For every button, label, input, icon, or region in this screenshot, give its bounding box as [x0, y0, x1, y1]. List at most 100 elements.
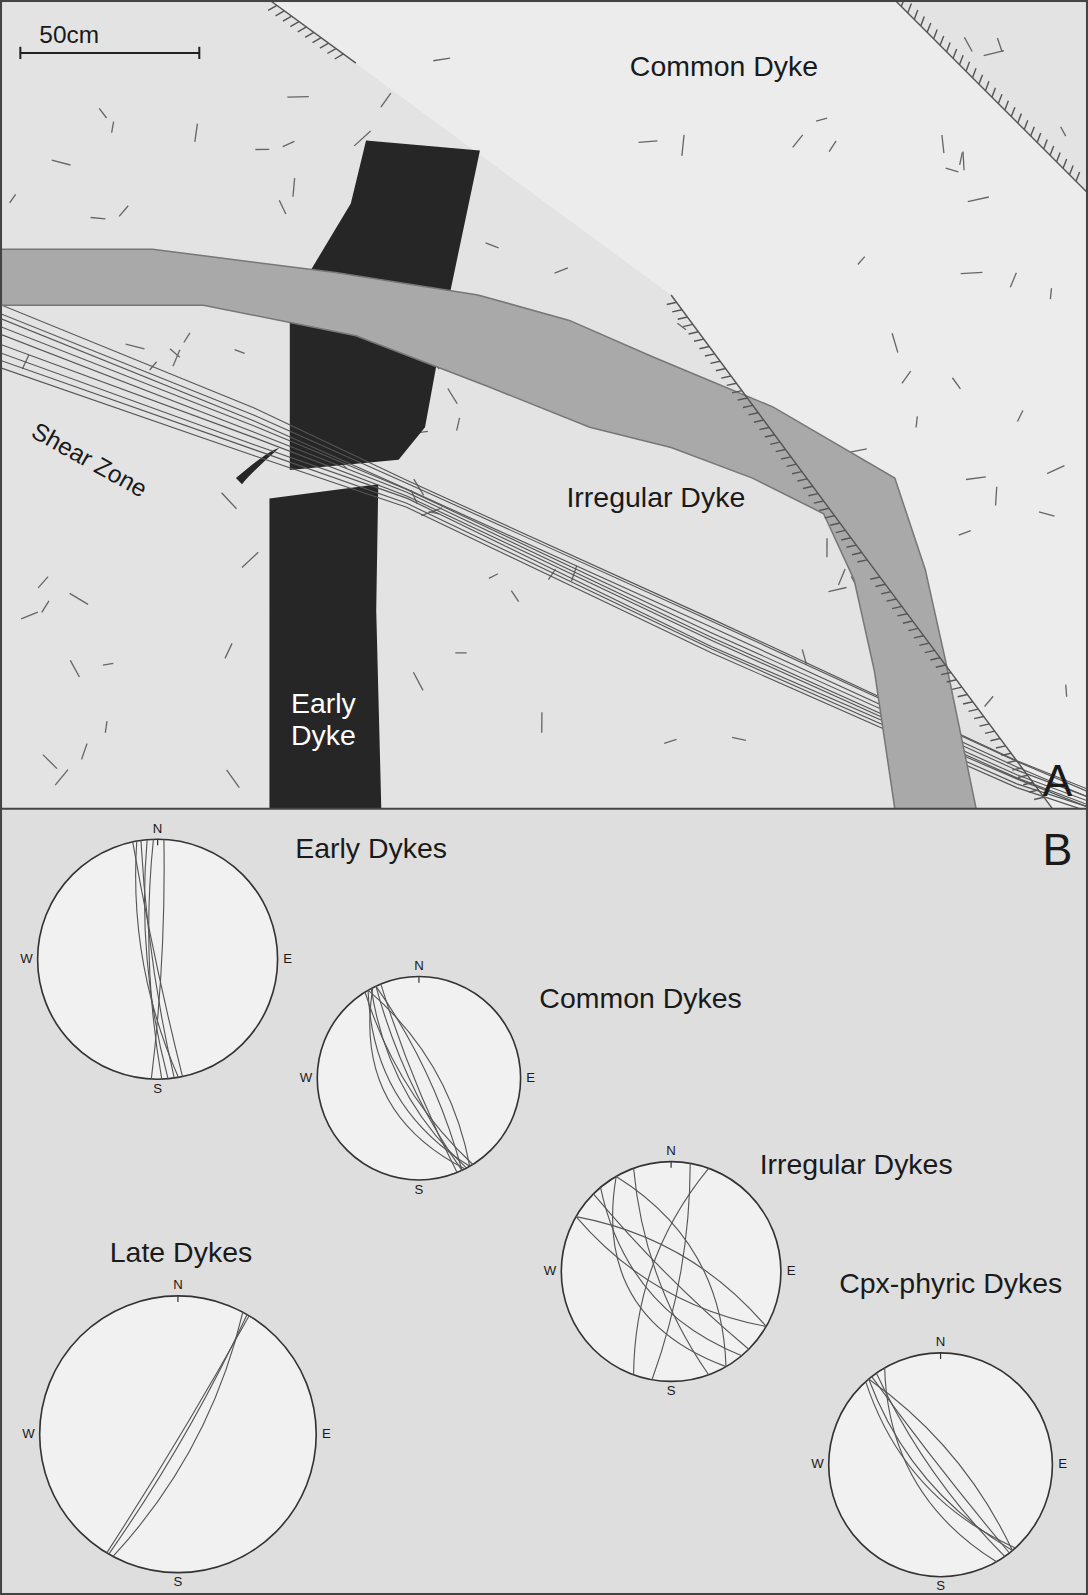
compass-letter: W — [20, 952, 32, 967]
hatch-tick — [283, 16, 292, 21]
texture-tick — [946, 168, 959, 172]
hatch-tick — [921, 17, 925, 26]
texture-tick — [222, 493, 237, 509]
hatch-tick — [803, 486, 813, 488]
panel-letter: A — [1043, 755, 1073, 806]
texture-tick — [960, 152, 963, 164]
texture-tick — [91, 218, 106, 219]
texture-tick — [963, 151, 964, 170]
hatch-tick — [1007, 761, 1017, 763]
irregular-dyke — [0, 249, 976, 808]
texture-tick — [829, 141, 836, 152]
hatch-tick — [1034, 797, 1044, 799]
texture-tick — [448, 389, 457, 404]
texture-tick — [242, 552, 258, 567]
hatch-tick — [825, 516, 835, 518]
hatch-tick — [335, 54, 344, 59]
compass-letter: S — [936, 1579, 945, 1594]
net-title: Late Dykes — [110, 1237, 252, 1270]
hatch-tick — [819, 508, 829, 510]
great-circle — [151, 839, 164, 1079]
great-circle — [652, 1163, 690, 1379]
texture-tick — [816, 118, 827, 121]
texture-tick — [682, 135, 684, 156]
dyke-fragment — [236, 448, 280, 485]
texture-tick — [838, 569, 845, 585]
texture-tick — [70, 660, 79, 677]
hatch-tick — [1018, 114, 1022, 123]
great-circle — [365, 992, 473, 1165]
texture-tick — [287, 96, 308, 98]
texture-tick — [52, 160, 71, 165]
hatch-tick — [1024, 120, 1028, 129]
scale-label: 50cm — [39, 21, 99, 49]
net-title: Early Dykes — [295, 833, 447, 866]
stereonet — [38, 839, 278, 1079]
net-title: Cpx-phyric Dykes — [839, 1267, 1062, 1300]
hatch-tick — [732, 391, 742, 393]
net-title: Common Dykes — [539, 983, 742, 1016]
texture-tick — [43, 755, 57, 769]
texture-tick — [902, 371, 911, 383]
hatch-tick — [969, 709, 979, 711]
hatch-tick — [743, 405, 753, 407]
hatch-tick — [940, 36, 944, 45]
hatch-tick — [268, 5, 277, 10]
hatch-tick — [705, 354, 715, 356]
texture-tick — [858, 257, 865, 265]
texture-tick — [1065, 685, 1067, 697]
hatch-tick — [667, 302, 677, 304]
hatch-tick — [876, 584, 886, 586]
hatch-tick — [881, 592, 891, 594]
hatch-tick — [770, 442, 780, 444]
unit-label: Early Dyke — [267, 687, 379, 752]
hatch-tick — [1063, 159, 1067, 168]
compass-letter: N — [153, 821, 163, 836]
texture-tick — [826, 538, 827, 557]
hatch-tick — [313, 38, 322, 43]
hatch-tick — [952, 687, 962, 689]
hatch-tick — [1057, 152, 1061, 161]
great-circle — [634, 1168, 709, 1374]
hatch-tick — [998, 94, 1002, 103]
hatch-tick — [980, 724, 990, 726]
scale-bar — [20, 52, 199, 54]
great-circle — [616, 1176, 726, 1366]
texture-tick — [968, 197, 989, 202]
hatch-tick — [710, 361, 720, 363]
hatch-tick — [979, 75, 983, 84]
texture-tick — [1061, 127, 1066, 136]
texture-tick — [664, 739, 676, 743]
hatch-tick — [941, 672, 951, 674]
texture-tick — [959, 531, 971, 536]
hatch-tick — [1029, 790, 1039, 792]
texture-tick — [486, 243, 499, 248]
hatch-tick — [699, 346, 709, 348]
stereonet — [317, 977, 520, 1180]
stereonet — [561, 1162, 781, 1382]
texture-tick — [1039, 512, 1055, 516]
hatch-tick — [934, 29, 938, 38]
great-circle — [576, 1217, 766, 1327]
hatch-tick — [672, 310, 682, 312]
hatch-tick — [1005, 101, 1009, 110]
hatch-tick — [792, 472, 802, 474]
compass-letter: W — [544, 1264, 556, 1279]
hatch-tick — [694, 339, 704, 341]
compass-letter: N — [173, 1278, 183, 1293]
texture-tick — [1050, 288, 1051, 299]
great-circle — [876, 1373, 1004, 1556]
compass-letter: W — [300, 1071, 312, 1086]
hatch-tick — [298, 27, 307, 32]
great-circle — [866, 1382, 1016, 1548]
hatch-tick — [919, 643, 929, 645]
stereonet — [40, 1296, 317, 1573]
panel-b-ground — [0, 809, 1088, 1595]
hatch-tick — [748, 413, 758, 415]
hatch-tick — [985, 81, 989, 90]
hatch-tick — [959, 55, 963, 64]
hatch-tick — [958, 694, 968, 696]
great-circle — [885, 1368, 997, 1562]
texture-tick — [793, 135, 803, 147]
